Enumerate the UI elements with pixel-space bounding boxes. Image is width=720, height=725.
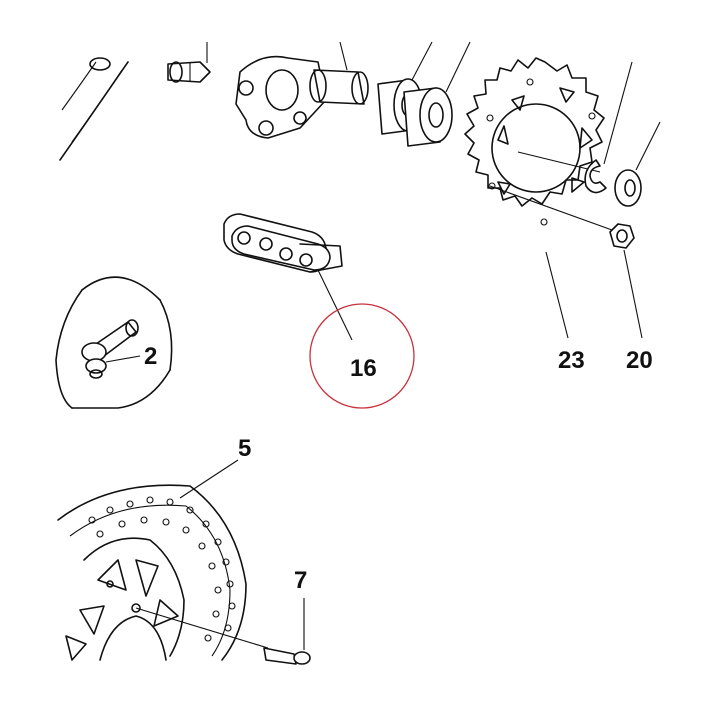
callout-2: 2 — [144, 343, 157, 370]
hub-assembly — [167, 41, 471, 147]
nut-20 — [609, 223, 643, 339]
washer — [614, 121, 661, 207]
highlight-circle — [309, 303, 415, 409]
callout-5: 5 — [238, 435, 251, 462]
brake-disc-5 — [57, 459, 269, 661]
circlip — [584, 61, 633, 194]
wheel-rim — [59, 57, 129, 161]
callout-7: 7 — [294, 567, 307, 594]
sprocket-23 — [464, 57, 613, 339]
callout-16: 16 — [350, 355, 377, 382]
callout-23: 23 — [558, 347, 585, 374]
valve-detail — [55, 276, 173, 409]
hub-stud — [167, 61, 211, 83]
hub-sleeve — [309, 69, 369, 105]
callout-20: 20 — [626, 347, 653, 374]
bolt-7 — [263, 598, 311, 665]
chain-link-16 — [223, 213, 353, 341]
hub-flange — [235, 55, 327, 139]
tire-valve — [81, 319, 139, 379]
bearing-2 — [403, 87, 453, 147]
